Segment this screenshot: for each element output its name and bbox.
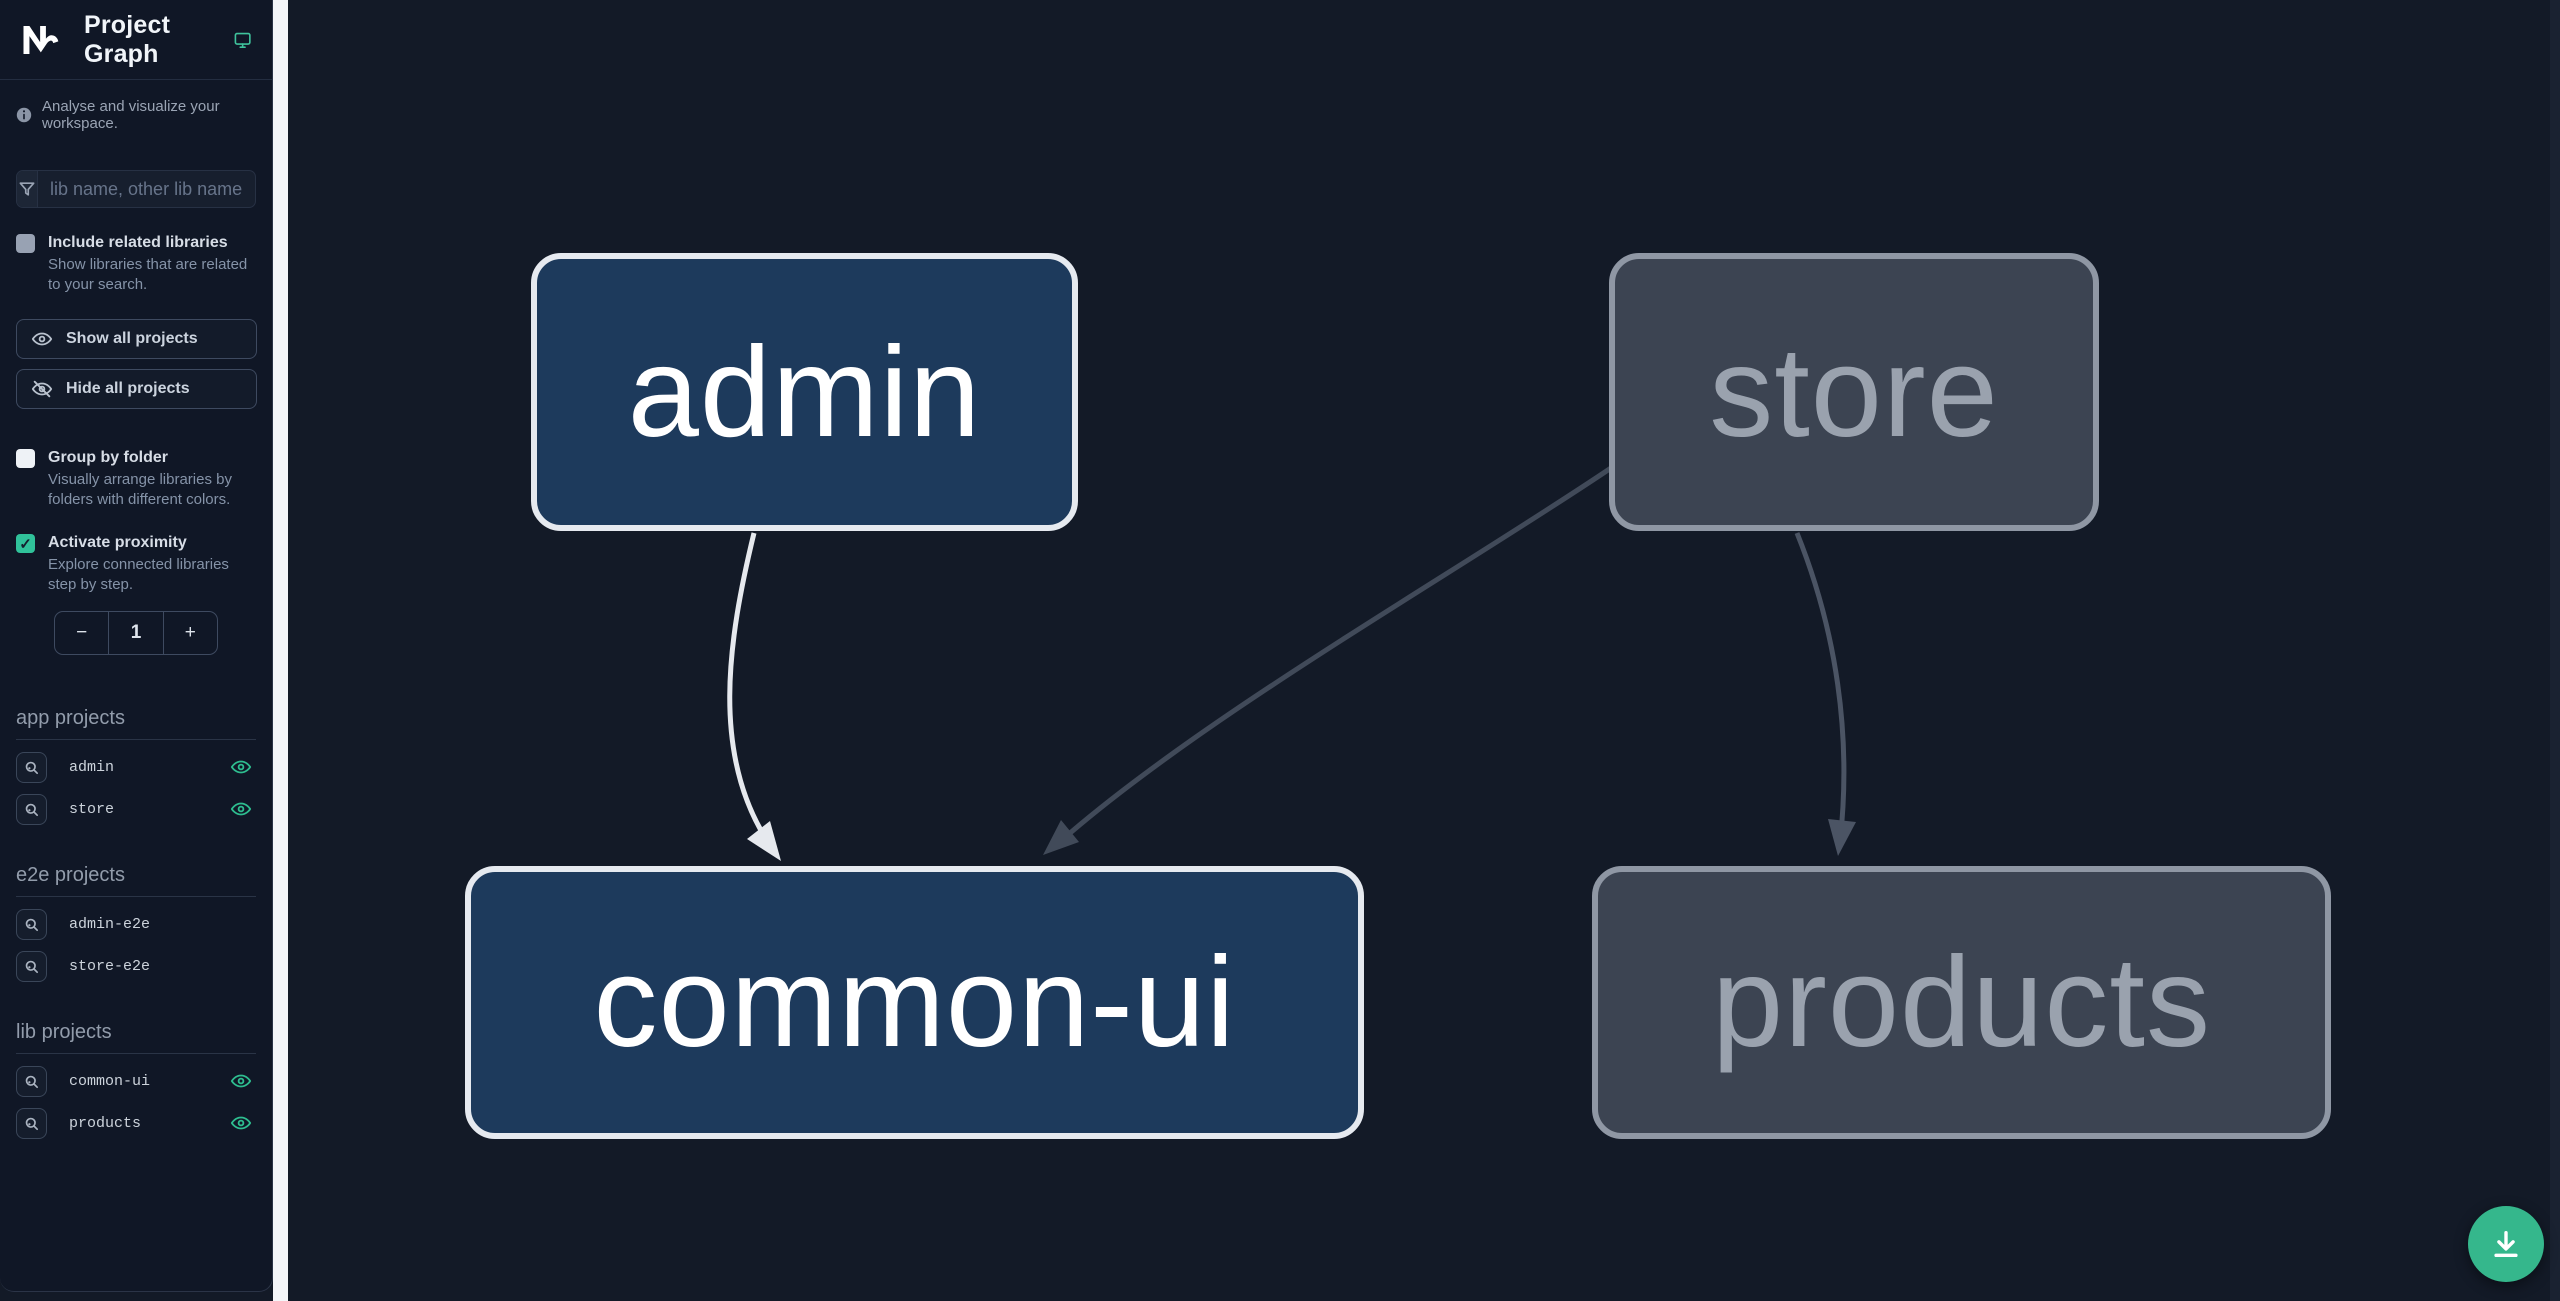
focus-project-button[interactable] xyxy=(16,908,47,940)
search-box xyxy=(16,170,256,208)
focus-project-button[interactable] xyxy=(16,950,47,982)
focus-icon xyxy=(25,761,39,774)
checkbox-label: Include related libraries xyxy=(48,234,228,251)
checkbox-label: Activate proximity xyxy=(48,534,187,551)
focus-icon xyxy=(25,1117,39,1130)
graph-node-admin[interactable]: admin xyxy=(531,253,1078,531)
focus-icon xyxy=(25,918,39,931)
focus-icon xyxy=(25,1075,39,1088)
section-title: app projects xyxy=(16,707,256,740)
monitor-icon[interactable] xyxy=(233,28,252,52)
filter-icon-box xyxy=(17,171,38,207)
section-title: e2e projects xyxy=(16,864,256,897)
project-row-admin: admin xyxy=(16,750,256,784)
checkbox-label: Group by folder xyxy=(48,449,168,466)
nx-logo-icon xyxy=(23,25,59,54)
project-visible-eye-icon[interactable] xyxy=(230,1112,252,1134)
section-lib-projects: lib projects common-ui xyxy=(16,1021,256,1140)
checkbox-group-by-folder[interactable]: Group by folder Visually arrange librari… xyxy=(0,447,272,510)
project-row-store-e2e: store-e2e xyxy=(16,949,256,983)
focus-icon xyxy=(25,803,39,816)
checkbox-description: Explore connected libraries step by step… xyxy=(48,556,229,593)
focus-icon xyxy=(25,960,39,973)
project-name[interactable]: admin xyxy=(69,758,115,776)
project-row-products: products xyxy=(16,1106,256,1140)
project-name[interactable]: store xyxy=(69,800,115,818)
proximity-value: 1 xyxy=(108,612,164,654)
node-label: admin xyxy=(627,320,982,464)
focus-project-button[interactable] xyxy=(16,1107,47,1139)
project-name[interactable]: store-e2e xyxy=(69,957,151,975)
checkbox-activate-proximity[interactable]: ✓ Activate proximity Explore connected l… xyxy=(0,532,272,595)
proximity-stepper: − 1 + xyxy=(54,611,218,655)
show-all-projects-button[interactable]: Show all projects xyxy=(16,319,257,359)
checkmark-icon: ✓ xyxy=(19,535,32,553)
checkbox-square-checked[interactable]: ✓ xyxy=(16,534,35,553)
filter-funnel-icon xyxy=(19,182,35,196)
focus-project-button[interactable] xyxy=(16,751,47,783)
graph-node-products[interactable]: products xyxy=(1592,866,2331,1139)
checkbox-description: Show libraries that are related to your … xyxy=(48,256,248,293)
project-name[interactable]: products xyxy=(69,1114,142,1132)
section-title: lib projects xyxy=(16,1021,256,1054)
focus-project-button[interactable] xyxy=(16,793,47,825)
section-app-projects: app projects admin xyxy=(16,707,256,826)
proximity-increment-button[interactable]: + xyxy=(184,622,196,643)
graph-node-store[interactable]: store xyxy=(1609,253,2099,531)
node-label: store xyxy=(1709,320,1999,464)
show-all-projects-label: Show all projects xyxy=(66,330,198,347)
proximity-decrement-button[interactable]: − xyxy=(76,622,88,643)
project-name[interactable]: admin-e2e xyxy=(69,915,151,933)
scrollbar-track[interactable] xyxy=(2550,0,2560,1301)
project-visible-eye-icon[interactable] xyxy=(230,798,252,820)
workspace-subtitle-row: Analyse and visualize your workspace. xyxy=(0,98,272,132)
project-sections: app projects admin xyxy=(0,707,272,1140)
sidebar-resize-handle[interactable] xyxy=(273,0,288,1301)
download-icon xyxy=(2494,1230,2518,1258)
hide-all-projects-label: Hide all projects xyxy=(66,380,190,397)
eye-off-icon xyxy=(31,380,53,398)
project-row-common-ui: common-ui xyxy=(16,1064,256,1098)
hide-all-projects-button[interactable]: Hide all projects xyxy=(16,369,257,409)
focus-project-button[interactable] xyxy=(16,1065,47,1097)
project-visible-eye-icon[interactable] xyxy=(230,1070,252,1092)
sidebar: Project Graph Analyse and visualize your… xyxy=(0,0,273,1292)
sidebar-header: Project Graph xyxy=(0,0,272,80)
section-e2e-projects: e2e projects admin-e2e xyxy=(16,864,256,983)
checkbox-square[interactable] xyxy=(16,234,35,253)
project-visible-eye-icon[interactable] xyxy=(230,756,252,778)
info-icon xyxy=(16,107,32,123)
node-label: products xyxy=(1712,931,2211,1074)
app-title: Project Graph xyxy=(84,10,171,68)
project-row-admin-e2e: admin-e2e xyxy=(16,907,256,941)
project-name[interactable]: common-ui xyxy=(69,1072,151,1090)
download-graph-button[interactable] xyxy=(2468,1206,2544,1282)
checkbox-square[interactable] xyxy=(16,449,35,468)
checkbox-description: Visually arrange libraries by folders wi… xyxy=(48,471,232,508)
checkbox-include-related[interactable]: Include related libraries Show libraries… xyxy=(0,232,272,295)
graph-node-common-ui[interactable]: common-ui xyxy=(465,866,1364,1139)
project-row-store: store xyxy=(16,792,256,826)
node-label: common-ui xyxy=(593,931,1236,1074)
eye-icon xyxy=(31,332,53,346)
search-input[interactable] xyxy=(38,171,255,207)
workspace-subtitle: Analyse and visualize your workspace. xyxy=(42,98,220,132)
